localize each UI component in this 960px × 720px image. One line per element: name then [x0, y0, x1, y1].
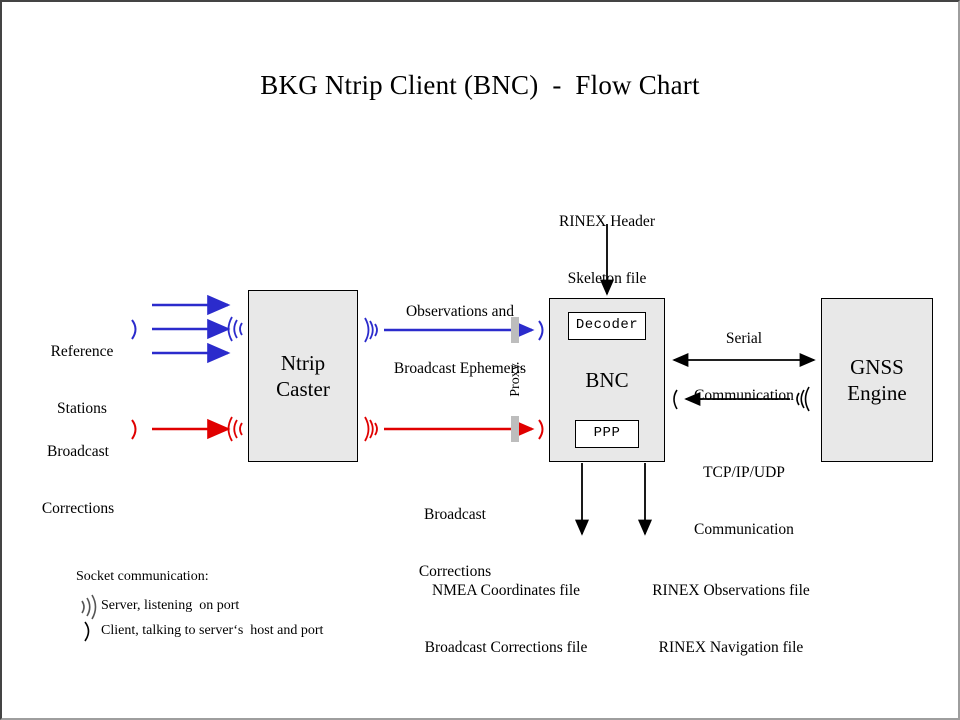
node-bnc-label: BNC — [585, 367, 629, 392]
label-tcpip-communication-line1: TCP/IP/UDP — [703, 463, 785, 481]
label-observations-ephemeris-line2: Broadcast Ephemeris — [393, 359, 527, 377]
node-ntrip-caster-line1: Ntrip — [280, 350, 326, 375]
server-wifi-icon-caster-in-blue — [227, 316, 243, 342]
legend-server-wifi-icon — [81, 594, 97, 620]
bnc-ppp-box[interactable]: PPP — [575, 420, 639, 448]
label-tcpip-communication-line2: Communication — [694, 520, 794, 538]
client-arc-icon-bnc-corrections — [538, 419, 544, 440]
node-gnss-engine-line1: GNSS — [850, 354, 904, 379]
proxy-block-observations — [511, 317, 519, 343]
label-rinex-header-line2: Skeleton file — [567, 269, 647, 287]
label-nmea-output: NMEA Coordinates file Broadcast Correcti… — [407, 544, 605, 695]
label-reference-stations: Reference Stations — [22, 305, 142, 456]
node-gnss-engine-line2: Engine — [847, 381, 907, 405]
proxy-block-corrections — [511, 416, 519, 442]
node-bnc[interactable]: Decoder BNC PPP — [549, 298, 665, 462]
label-broadcast-corrections-flow: Broadcast Corrections — [380, 468, 530, 619]
node-ntrip-caster-line2: Caster — [276, 377, 330, 401]
legend-title: Socket communication: — [76, 569, 209, 584]
label-tcpip-communication: TCP/IP/UDP Communication — [666, 426, 822, 577]
label-rinex-output: RINEX Observations file RINEX Navigation… — [632, 544, 830, 695]
node-ntrip-caster[interactable]: Ntrip Caster — [248, 290, 358, 462]
label-nmea-output-line2: Broadcast Corrections file — [424, 638, 588, 656]
server-wifi-icon-caster-out-red — [364, 416, 378, 442]
label-broadcast-corrections-flow-line1: Broadcast — [424, 505, 486, 523]
reference-stations-arrows — [152, 294, 231, 364]
legend-item-client-label: Client, talking to server‘s host and por… — [101, 623, 324, 638]
page-title: BKG Ntrip Client (BNC) - Flow Chart — [260, 70, 700, 100]
label-reference-stations-line2: Stations — [57, 399, 107, 417]
label-serial-communication: Serial Communication — [666, 292, 822, 443]
label-broadcast-corrections-source-line1: Broadcast — [47, 442, 109, 460]
label-nmea-output-line1: NMEA Coordinates file — [431, 581, 581, 599]
proxy-label: Proxy — [508, 363, 523, 397]
label-broadcast-corrections-source-line2: Corrections — [41, 499, 115, 517]
label-serial-communication-line1: Serial — [725, 329, 763, 347]
label-observations-ephemeris-line1: Observations and — [405, 302, 515, 320]
label-rinex-header-skeleton: RINEX Header Skeleton file — [517, 175, 697, 326]
label-broadcast-corrections-source: Broadcast Corrections — [14, 405, 142, 556]
bnc-decoder-box[interactable]: Decoder — [568, 312, 646, 340]
server-wifi-icon-caster-in-red — [227, 416, 243, 442]
label-broadcast-corrections-flow-line2: Corrections — [418, 562, 492, 580]
label-rinex-header-line1: RINEX Header — [559, 212, 655, 230]
label-reference-stations-line1: Reference — [50, 342, 114, 360]
legend-item-server-label: Server, listening on port — [101, 598, 240, 613]
legend-client-arc-icon — [84, 621, 90, 642]
node-gnss-engine[interactable]: GNSS Engine — [821, 298, 933, 462]
label-serial-communication-line2: Communication — [694, 386, 794, 404]
label-rinex-output-line1: RINEX Observations file — [652, 581, 810, 599]
label-rinex-output-line2: RINEX Navigation file — [658, 638, 804, 656]
label-observations-ephemeris: Observations and Broadcast Ephemeris — [370, 265, 550, 416]
